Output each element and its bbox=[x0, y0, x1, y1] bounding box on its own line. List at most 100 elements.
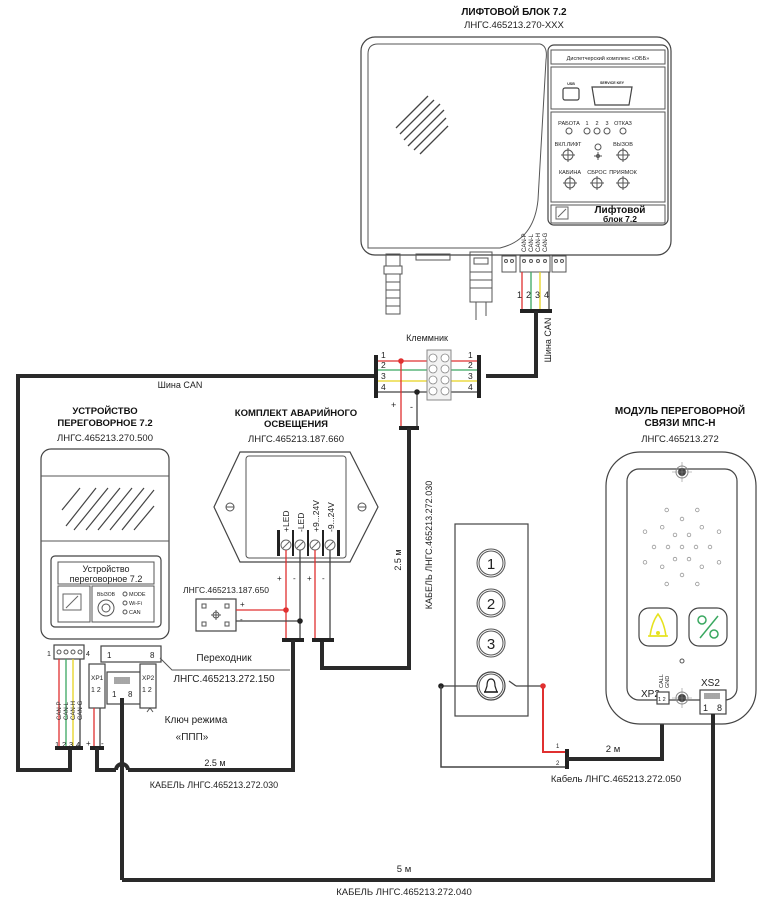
can-bus-cable-left bbox=[16, 374, 375, 772]
svg-text:CAN-P: CAN-P bbox=[522, 233, 528, 252]
speaker-hole bbox=[672, 532, 678, 538]
svg-text:SERVICE KEY: SERVICE KEY bbox=[600, 81, 625, 85]
speaker-hole bbox=[672, 556, 678, 562]
svg-text:1: 1 bbox=[112, 690, 117, 699]
lift-block-can-labels: CAN-P CAN-L CAN-H CAN-G bbox=[522, 232, 549, 252]
intercom-device-7-2: УСТРОЙСТВО ПЕРЕГОВОРНОЕ 7.2 ЛНГС.465213.… bbox=[40, 405, 170, 750]
svg-text:+9...24V: +9...24V bbox=[311, 500, 321, 532]
mps-xp2-connector bbox=[656, 691, 670, 705]
rj45-socket[interactable] bbox=[106, 671, 144, 705]
svg-text:ПЕРЕГОВОРНОЕ 7.2: ПЕРЕГОВОРНОЕ 7.2 bbox=[57, 418, 152, 429]
led-module-code: ЛНГС.465213.187.650 bbox=[183, 585, 269, 595]
status-leds bbox=[565, 127, 627, 135]
handset-icon bbox=[697, 615, 719, 639]
lift-block-connectors bbox=[383, 251, 567, 320]
svg-text:блок 7.2: блок 7.2 bbox=[603, 214, 637, 224]
svg-text:CAN: CAN bbox=[129, 610, 141, 616]
svg-text:+: + bbox=[277, 574, 282, 583]
svg-text:CAN-G: CAN-G bbox=[78, 700, 84, 720]
floor-button-2[interactable] bbox=[476, 588, 506, 618]
svg-text:CAN-H: CAN-H bbox=[71, 701, 77, 720]
svg-text:5 м: 5 м bbox=[397, 864, 411, 875]
call-button[interactable] bbox=[97, 599, 115, 617]
svg-text:1: 1 bbox=[381, 350, 386, 360]
svg-text:ПРИЯМОК: ПРИЯМОК bbox=[609, 170, 637, 176]
cable-030-intercom bbox=[270, 640, 295, 772]
svg-text:2: 2 bbox=[595, 121, 598, 127]
speaker-hole bbox=[699, 525, 704, 530]
svg-text:1: 1 bbox=[703, 703, 708, 713]
svg-text:4: 4 bbox=[468, 382, 473, 392]
xp2-connector bbox=[139, 663, 157, 709]
bell-button[interactable] bbox=[476, 671, 506, 701]
svg-text:-: - bbox=[322, 574, 325, 583]
svg-text:КАБЕЛЬ ЛНГС.465213.272.030: КАБЕЛЬ ЛНГС.465213.272.030 bbox=[150, 780, 278, 790]
svg-text:1: 1 bbox=[585, 121, 588, 127]
svg-text:CAN-G: CAN-G bbox=[543, 232, 549, 252]
svg-text:+: + bbox=[240, 600, 245, 609]
svg-text:ОТКАЗ: ОТКАЗ bbox=[614, 121, 632, 127]
rj45-pins-icon bbox=[114, 677, 130, 684]
svg-text:2.5 м: 2.5 м bbox=[204, 758, 225, 768]
svg-text:ВЫЗОВ: ВЫЗОВ bbox=[613, 142, 633, 148]
svg-text:2.5 м: 2.5 м bbox=[393, 549, 403, 570]
switch-contact bbox=[508, 680, 517, 687]
svg-text:2 м: 2 м bbox=[606, 744, 620, 755]
speaker-hole bbox=[686, 556, 692, 562]
svg-text:1: 1 bbox=[107, 651, 112, 660]
svg-text:CALL: CALL bbox=[659, 674, 665, 688]
svg-text:XP1: XP1 bbox=[91, 675, 104, 682]
svg-text:1: 1 bbox=[47, 651, 51, 658]
mps-answer-button[interactable] bbox=[688, 607, 728, 647]
svg-text:КОМПЛЕКТ АВАРИЙНОГО: КОМПЛЕКТ АВАРИЙНОГО bbox=[235, 407, 357, 419]
svg-text:4: 4 bbox=[381, 382, 386, 392]
svg-text:1: 1 bbox=[487, 556, 495, 573]
svg-text:СВЯЗИ МПС-Н: СВЯЗИ МПС-Н bbox=[645, 418, 716, 429]
svg-text:УСТРОЙСТВО: УСТРОЙСТВО bbox=[72, 405, 137, 417]
svg-text:USB: USB bbox=[567, 82, 575, 86]
adapter-name: Переходник bbox=[196, 653, 252, 664]
lift-block: ЛИФТОВОЙ БЛОК 7.2 ЛНГС.465213.270-XXX Ди… bbox=[360, 5, 672, 320]
svg-text:ЛНГС.465213.187.660: ЛНГС.465213.187.660 bbox=[248, 434, 344, 445]
svg-text:1: 1 bbox=[517, 290, 522, 300]
svg-text:КАБИНА: КАБИНА bbox=[559, 170, 581, 176]
svg-text:СБРОС: СБРОС bbox=[587, 170, 606, 176]
lift-block-title: ЛИФТОВОЙ БЛОК 7.2 bbox=[461, 5, 567, 18]
speaker-hole bbox=[642, 529, 648, 534]
svg-text:переговорное 7.2: переговорное 7.2 bbox=[70, 574, 143, 584]
speaker-hole bbox=[686, 532, 692, 538]
brand-logo-icon bbox=[62, 593, 82, 611]
floor-button-1[interactable] bbox=[476, 548, 506, 578]
intercom-can-terminal bbox=[53, 644, 85, 660]
emergency-light-terminals bbox=[277, 530, 340, 556]
svg-text:+: + bbox=[86, 739, 91, 748]
svg-text:КАБЕЛЬ ЛНГС.465213.272.040: КАБЕЛЬ ЛНГС.465213.272.040 bbox=[336, 887, 472, 898]
svg-text:-: - bbox=[101, 739, 104, 748]
svg-text:CAN-H: CAN-H bbox=[536, 233, 542, 252]
svg-text:2: 2 bbox=[468, 360, 473, 370]
usb-port[interactable] bbox=[562, 87, 580, 101]
svg-text:ЛНГС.465213.270.500: ЛНГС.465213.270.500 bbox=[57, 433, 153, 444]
svg-text:-: - bbox=[410, 402, 413, 412]
speaker-grille-icon bbox=[61, 487, 155, 531]
svg-text:8: 8 bbox=[150, 651, 155, 660]
svg-text:КАБЕЛЬ ЛНГС.465213.272.030: КАБЕЛЬ ЛНГС.465213.272.030 bbox=[424, 481, 434, 609]
svg-text:1: 1 bbox=[468, 350, 473, 360]
service-key-port[interactable] bbox=[591, 86, 633, 106]
speaker-hole bbox=[664, 581, 669, 587]
adapter: 1 8 XP1 1 2 1 8 XP2 1 2 + - Переходник Л… bbox=[86, 645, 290, 880]
svg-text:РАБОТА: РАБОТА bbox=[558, 121, 580, 127]
floor-button-3[interactable] bbox=[476, 628, 506, 658]
svg-text:MODE: MODE bbox=[129, 592, 146, 598]
svg-text:2: 2 bbox=[526, 290, 531, 300]
emergency-light-kit: КОМПЛЕКТ АВАРИЙНОГО ОСВЕЩЕНИЯ ЛНГС.46521… bbox=[183, 407, 379, 772]
svg-text:ЛНГС.465213.272: ЛНГС.465213.272 bbox=[641, 434, 719, 445]
speaker-hole bbox=[699, 564, 704, 569]
can-bus-cable-right bbox=[486, 311, 538, 378]
speaker-hole bbox=[716, 560, 722, 565]
svg-text:Wi-Fi: Wi-Fi bbox=[129, 601, 142, 607]
svg-text:CAN-L: CAN-L bbox=[64, 701, 70, 720]
svg-text:+: + bbox=[391, 400, 396, 410]
svg-text:2: 2 bbox=[487, 596, 495, 613]
